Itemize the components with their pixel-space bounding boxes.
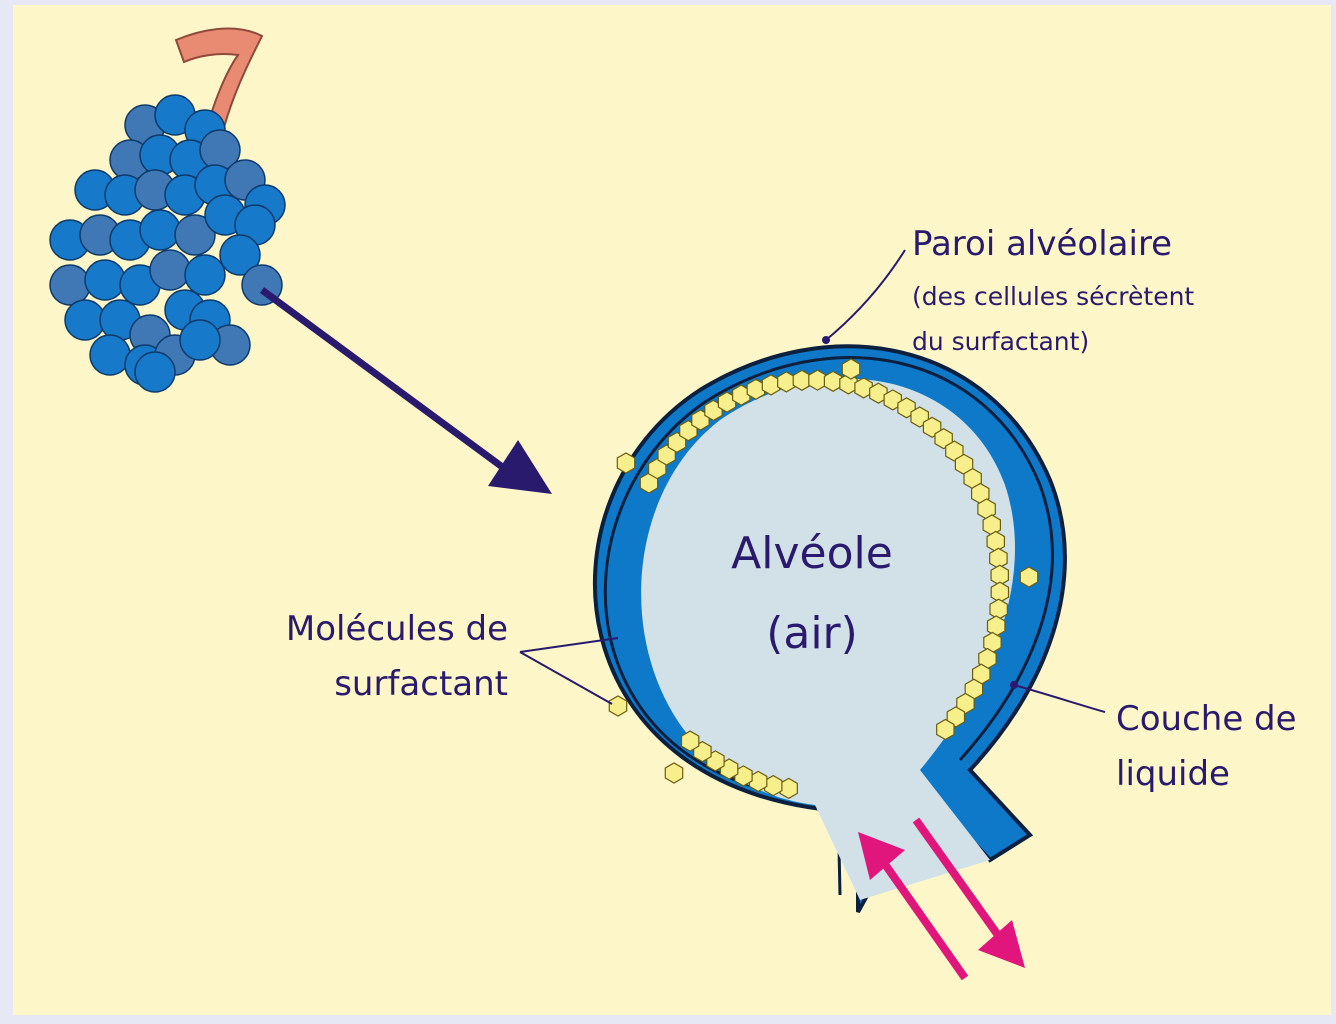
surfactant-molecule-icon bbox=[778, 372, 795, 392]
paroi-leader-dot bbox=[822, 336, 830, 344]
surfactant-molecule-icon bbox=[988, 616, 1005, 636]
paroi-sub-label-2: du surfactant) bbox=[912, 327, 1089, 356]
alveolus-sac-circle bbox=[85, 260, 125, 300]
surfactant-molecule-icon bbox=[617, 453, 634, 473]
alveolus-sac-circle bbox=[135, 352, 175, 392]
surfactant-molecule-icon bbox=[665, 763, 682, 783]
paroi-title-label: Paroi alvéolaire bbox=[912, 224, 1172, 264]
couche-label-2: liquide bbox=[1116, 754, 1230, 794]
couche-leader-dot bbox=[1010, 681, 1018, 689]
alveolus-sac-circle bbox=[50, 265, 90, 305]
surfactant-molecule-icon bbox=[987, 532, 1004, 552]
surfactant-molecule-icon bbox=[793, 370, 810, 390]
surfactant-molecule-icon bbox=[609, 696, 626, 716]
molecules-label-1: Molécules de bbox=[286, 609, 508, 649]
surfactant-molecule-icon bbox=[983, 515, 1000, 535]
surfactant-molecule-icon bbox=[809, 370, 826, 390]
surfactant-molecule-icon bbox=[762, 375, 779, 395]
alveolus-sac-circle bbox=[90, 335, 130, 375]
surfactant-molecule-icon bbox=[780, 778, 797, 798]
surfactant-molecule-icon bbox=[682, 731, 699, 751]
alveolus-sac-circle bbox=[140, 210, 180, 250]
surfactant-molecule-icon bbox=[842, 359, 859, 379]
surfactant-molecule-icon bbox=[937, 720, 954, 740]
molecules-label-2: surfactant bbox=[334, 664, 508, 704]
alveole-label-2: (air) bbox=[766, 608, 858, 659]
alveole-label-1: Alvéole bbox=[731, 528, 893, 579]
alveolus-sac-circle bbox=[150, 250, 190, 290]
paroi-sub-label-1: (des cellules sécrètent bbox=[912, 282, 1194, 311]
surfactant-molecule-icon bbox=[990, 599, 1007, 619]
surfactant-molecule-icon bbox=[990, 548, 1007, 568]
alveolus-sac-circle bbox=[185, 255, 225, 295]
surfactant-molecule-icon bbox=[824, 371, 841, 391]
alveolus-sac-circle bbox=[180, 320, 220, 360]
alveolus-sac-circle bbox=[65, 300, 105, 340]
surfactant-molecule-icon bbox=[1020, 567, 1037, 587]
couche-label-1: Couche de bbox=[1116, 699, 1297, 739]
